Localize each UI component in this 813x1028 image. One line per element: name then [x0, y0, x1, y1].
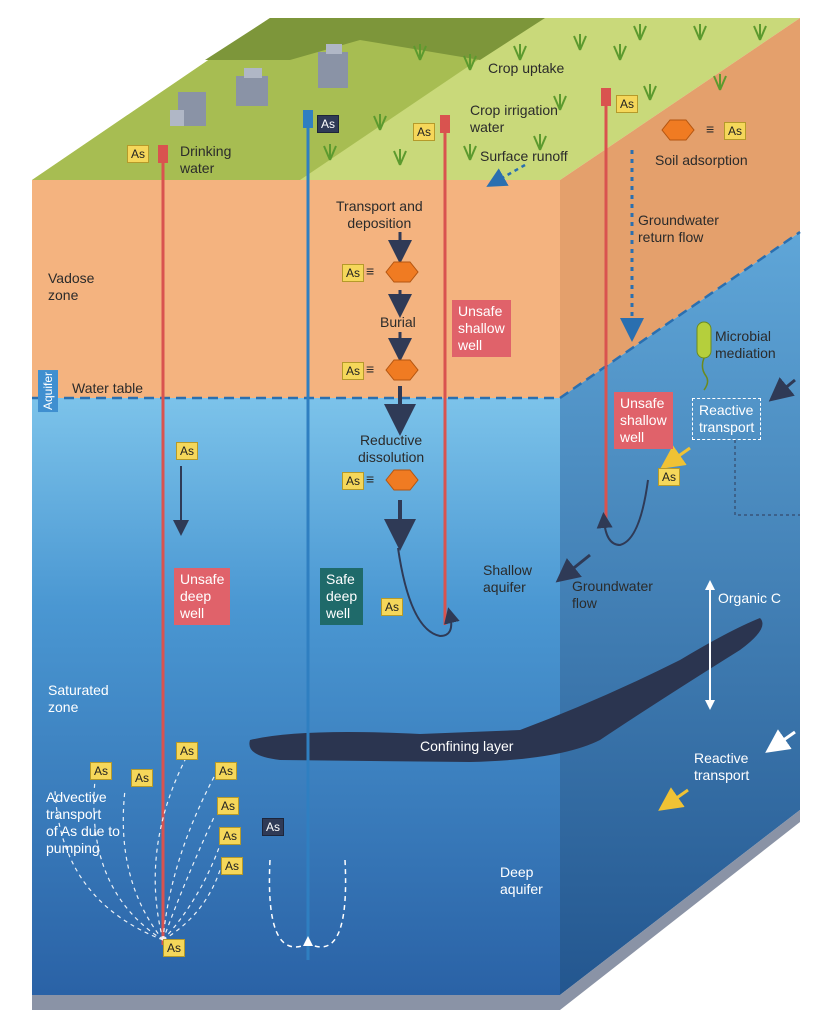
well-head: [601, 88, 611, 106]
organic-c-label: Organic C: [718, 590, 782, 606]
transport-deposition-label: Transport and deposition: [336, 198, 423, 231]
bond-symbol: ≡: [366, 361, 375, 377]
dark-hill: [205, 18, 545, 60]
unsafe-deep-well-label: Unsafe deep well: [174, 568, 231, 625]
as-marker: As: [658, 468, 681, 486]
microbial-mediation-label: Microbial mediation: [715, 328, 776, 361]
reactive-transport-label: Reactive transport: [694, 750, 750, 783]
drinking-water-label: Drinking water: [180, 143, 232, 176]
crop-uptake-label: Crop uptake: [488, 60, 565, 76]
as-marker: As: [90, 762, 113, 780]
reductive-dissolution-label: Reductive dissolution: [358, 432, 425, 465]
well-head: [303, 110, 313, 128]
yellow-arrow-upper: [660, 445, 691, 469]
safe-deep-well-label: Safe deep well: [320, 568, 364, 625]
crop-field-icons: [323, 24, 767, 166]
building-icon: [170, 44, 348, 126]
shallow-aquifer-label: Shallow aquifer: [483, 562, 533, 595]
as-marker: As: [381, 598, 404, 616]
bond-symbol: ≡: [366, 471, 375, 487]
unsafe-shallow-well-label: Unsafe shallow well: [452, 300, 511, 357]
surface-runoff-arrow: [486, 163, 526, 187]
surface-runoff-label: Surface runoff: [480, 148, 568, 164]
as-marker: As: [176, 742, 199, 760]
aquifer-tag: Aquifer: [38, 370, 58, 413]
advective-flow-lines: [54, 759, 221, 941]
water-table-side: [559, 230, 801, 400]
as-marker: As: [342, 264, 365, 282]
reactive-region-outline: [734, 440, 800, 516]
reactive-arrow-white: [765, 729, 796, 753]
as-marker: As: [413, 123, 436, 141]
deep-aquifer-label: Deep aquifer: [500, 864, 543, 897]
as-marker: As: [127, 145, 150, 163]
vadose-soil-front: [32, 180, 560, 398]
as-marker: As: [219, 827, 242, 845]
as-marker: As: [176, 442, 199, 460]
block-base: [32, 810, 800, 1010]
mineral-icon: [385, 119, 695, 491]
reactive-arrow-yellow: [658, 787, 689, 811]
as-marker: As: [724, 122, 747, 140]
as-marker: As: [215, 762, 238, 780]
urban-land: [32, 18, 540, 180]
water-table-label: Water table: [72, 380, 144, 396]
flow-curve-center: [397, 547, 460, 638]
as-marker: As: [163, 939, 186, 957]
advective-transport-label: Advective transport of As due to pumping: [46, 789, 120, 856]
soil-adsorption-label: Soil adsorption: [655, 152, 748, 168]
as-marker: As: [342, 362, 365, 380]
well-head: [440, 115, 450, 133]
bond-symbol: ≡: [366, 263, 375, 279]
saturated-front: [32, 398, 560, 995]
as-marker: As: [221, 857, 244, 875]
bond-symbol: ≡: [706, 121, 715, 137]
unsafe-shallow-well-label: Unsafe shallow well: [614, 392, 673, 449]
groundwater-flow-arrow: [555, 553, 591, 583]
flow-curve-right: [596, 479, 649, 547]
microbe-icon: [696, 321, 712, 359]
saturated-zone-label: Saturated zone: [48, 682, 109, 715]
reactive-transport-box: Reactive transport: [692, 398, 762, 440]
as-marker: As: [616, 95, 639, 113]
groundwater-return-label: Groundwater return flow: [638, 212, 719, 245]
well-head: [158, 145, 168, 163]
pumping-arrow-head: [303, 936, 313, 946]
pumping-flow-lines: [268, 859, 347, 948]
reactive-arrow-in: [768, 377, 796, 402]
vadose-soil-side: [560, 18, 800, 398]
burial-label: Burial: [380, 314, 416, 330]
as-marker: As: [342, 472, 365, 490]
as-marker: As: [217, 797, 240, 815]
as-marker: As: [131, 769, 154, 787]
as-marker: As: [262, 818, 285, 836]
confining-layer: [249, 618, 763, 762]
vadose-zone-label: Vadose zone: [48, 270, 95, 303]
as-marker: As: [317, 115, 340, 133]
crop-irrigation-label: Crop irrigation water: [470, 102, 558, 135]
confining-layer-label: Confining layer: [420, 738, 514, 754]
groundwater-flow-label: Groundwater flow: [572, 578, 653, 611]
